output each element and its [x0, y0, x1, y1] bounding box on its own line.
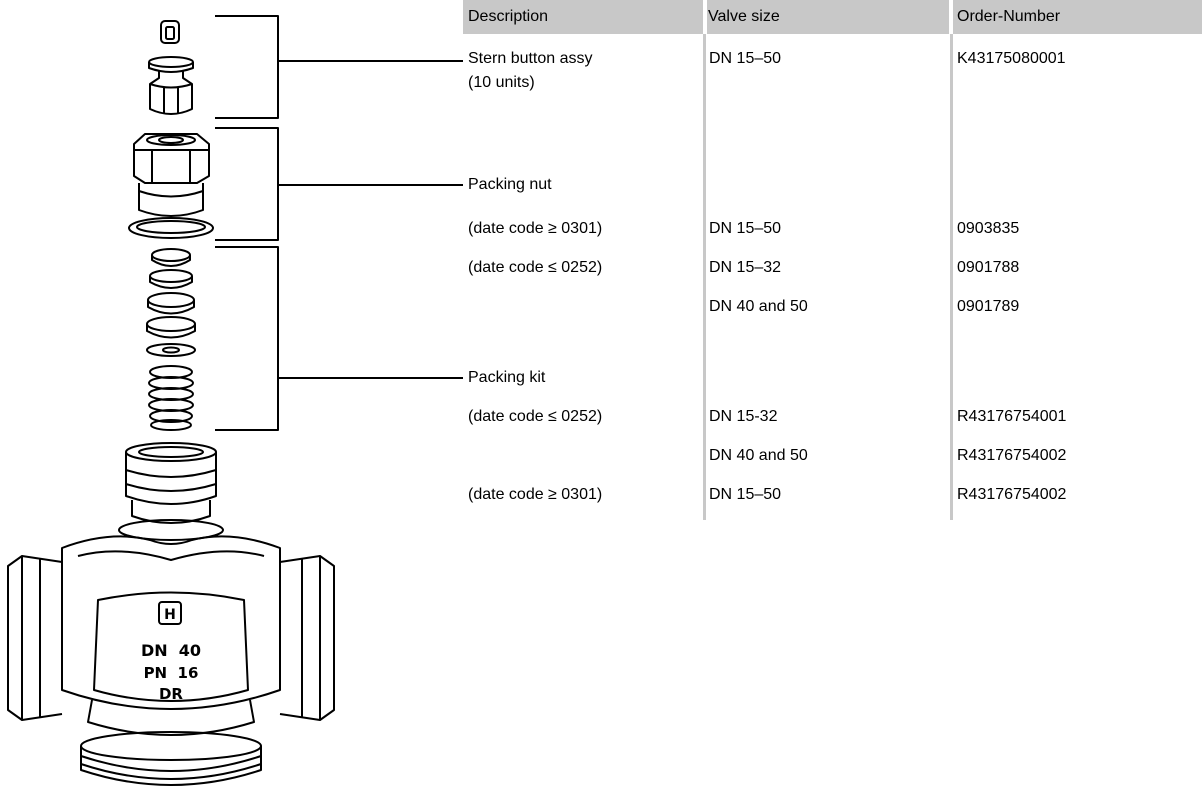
row-4-order-number: 0903835: [957, 220, 1020, 237]
packing-nut-part: [128, 133, 214, 239]
row-5-valve-size: DN 15–32: [709, 259, 782, 276]
valve-body-part: [7, 442, 335, 786]
stern-button-part: [148, 56, 194, 115]
column-separator-2: [950, 34, 953, 520]
row-1-valve-size: DN 15–50: [709, 50, 782, 67]
stem-cap-part: [160, 20, 180, 44]
row-9-order-number: R43176754002: [957, 447, 1067, 464]
marking-line-pressure: PN 16: [144, 664, 199, 682]
marking-line-type: DR: [159, 685, 183, 703]
row-6-order-number: 0901789: [957, 298, 1020, 315]
row-4-valve-size: DN 15–50: [709, 220, 782, 237]
bracket-stern-button: [215, 15, 279, 119]
bracket-packing-kit: [215, 246, 279, 431]
row-9-valve-size: DN 40 and 50: [709, 447, 808, 464]
row-3-description: Packing nut: [468, 176, 552, 193]
row-10-description: (date code ≥ 0301): [468, 486, 603, 503]
header-order-number-bg: Order-Number: [953, 0, 1202, 34]
row-10-valve-size: DN 15–50: [709, 486, 782, 503]
marking-line-size: DN 40: [141, 641, 201, 660]
row-8-description: (date code ≤ 0252): [468, 408, 603, 425]
header-order-number: Order-Number: [957, 8, 1061, 25]
header-valve-size: Valve size: [708, 8, 780, 25]
row-8-valve-size: DN 15-32: [709, 408, 778, 425]
row-1-order-number: K43175080001: [957, 50, 1066, 67]
row-2-description: (10 units): [468, 74, 535, 91]
row-8-order-number: R43176754001: [957, 408, 1067, 425]
header-description-bg: Description: [463, 0, 703, 34]
row-5-order-number: 0901788: [957, 259, 1020, 276]
callout-brackets: [215, 15, 463, 431]
header-description: Description: [468, 8, 549, 25]
row-7-description: Packing kit: [468, 369, 546, 386]
row-6-valve-size: DN 40 and 50: [709, 298, 808, 315]
row-5-description: (date code ≤ 0252): [468, 259, 603, 276]
marking-plate: [93, 591, 249, 702]
row-10-order-number: R43176754002: [957, 486, 1067, 503]
packing-kit-part: [146, 248, 196, 431]
row-4-description: (date code ≥ 0301): [468, 220, 603, 237]
manufacturer-logo: [158, 601, 182, 625]
header-valve-size-bg: Valve size: [707, 0, 949, 34]
spring-part: [148, 365, 194, 431]
column-separator-1: [703, 34, 706, 520]
bracket-packing-nut: [215, 127, 279, 241]
row-1-description: Stern button assy: [468, 50, 593, 67]
logo-letter: H: [164, 607, 176, 623]
